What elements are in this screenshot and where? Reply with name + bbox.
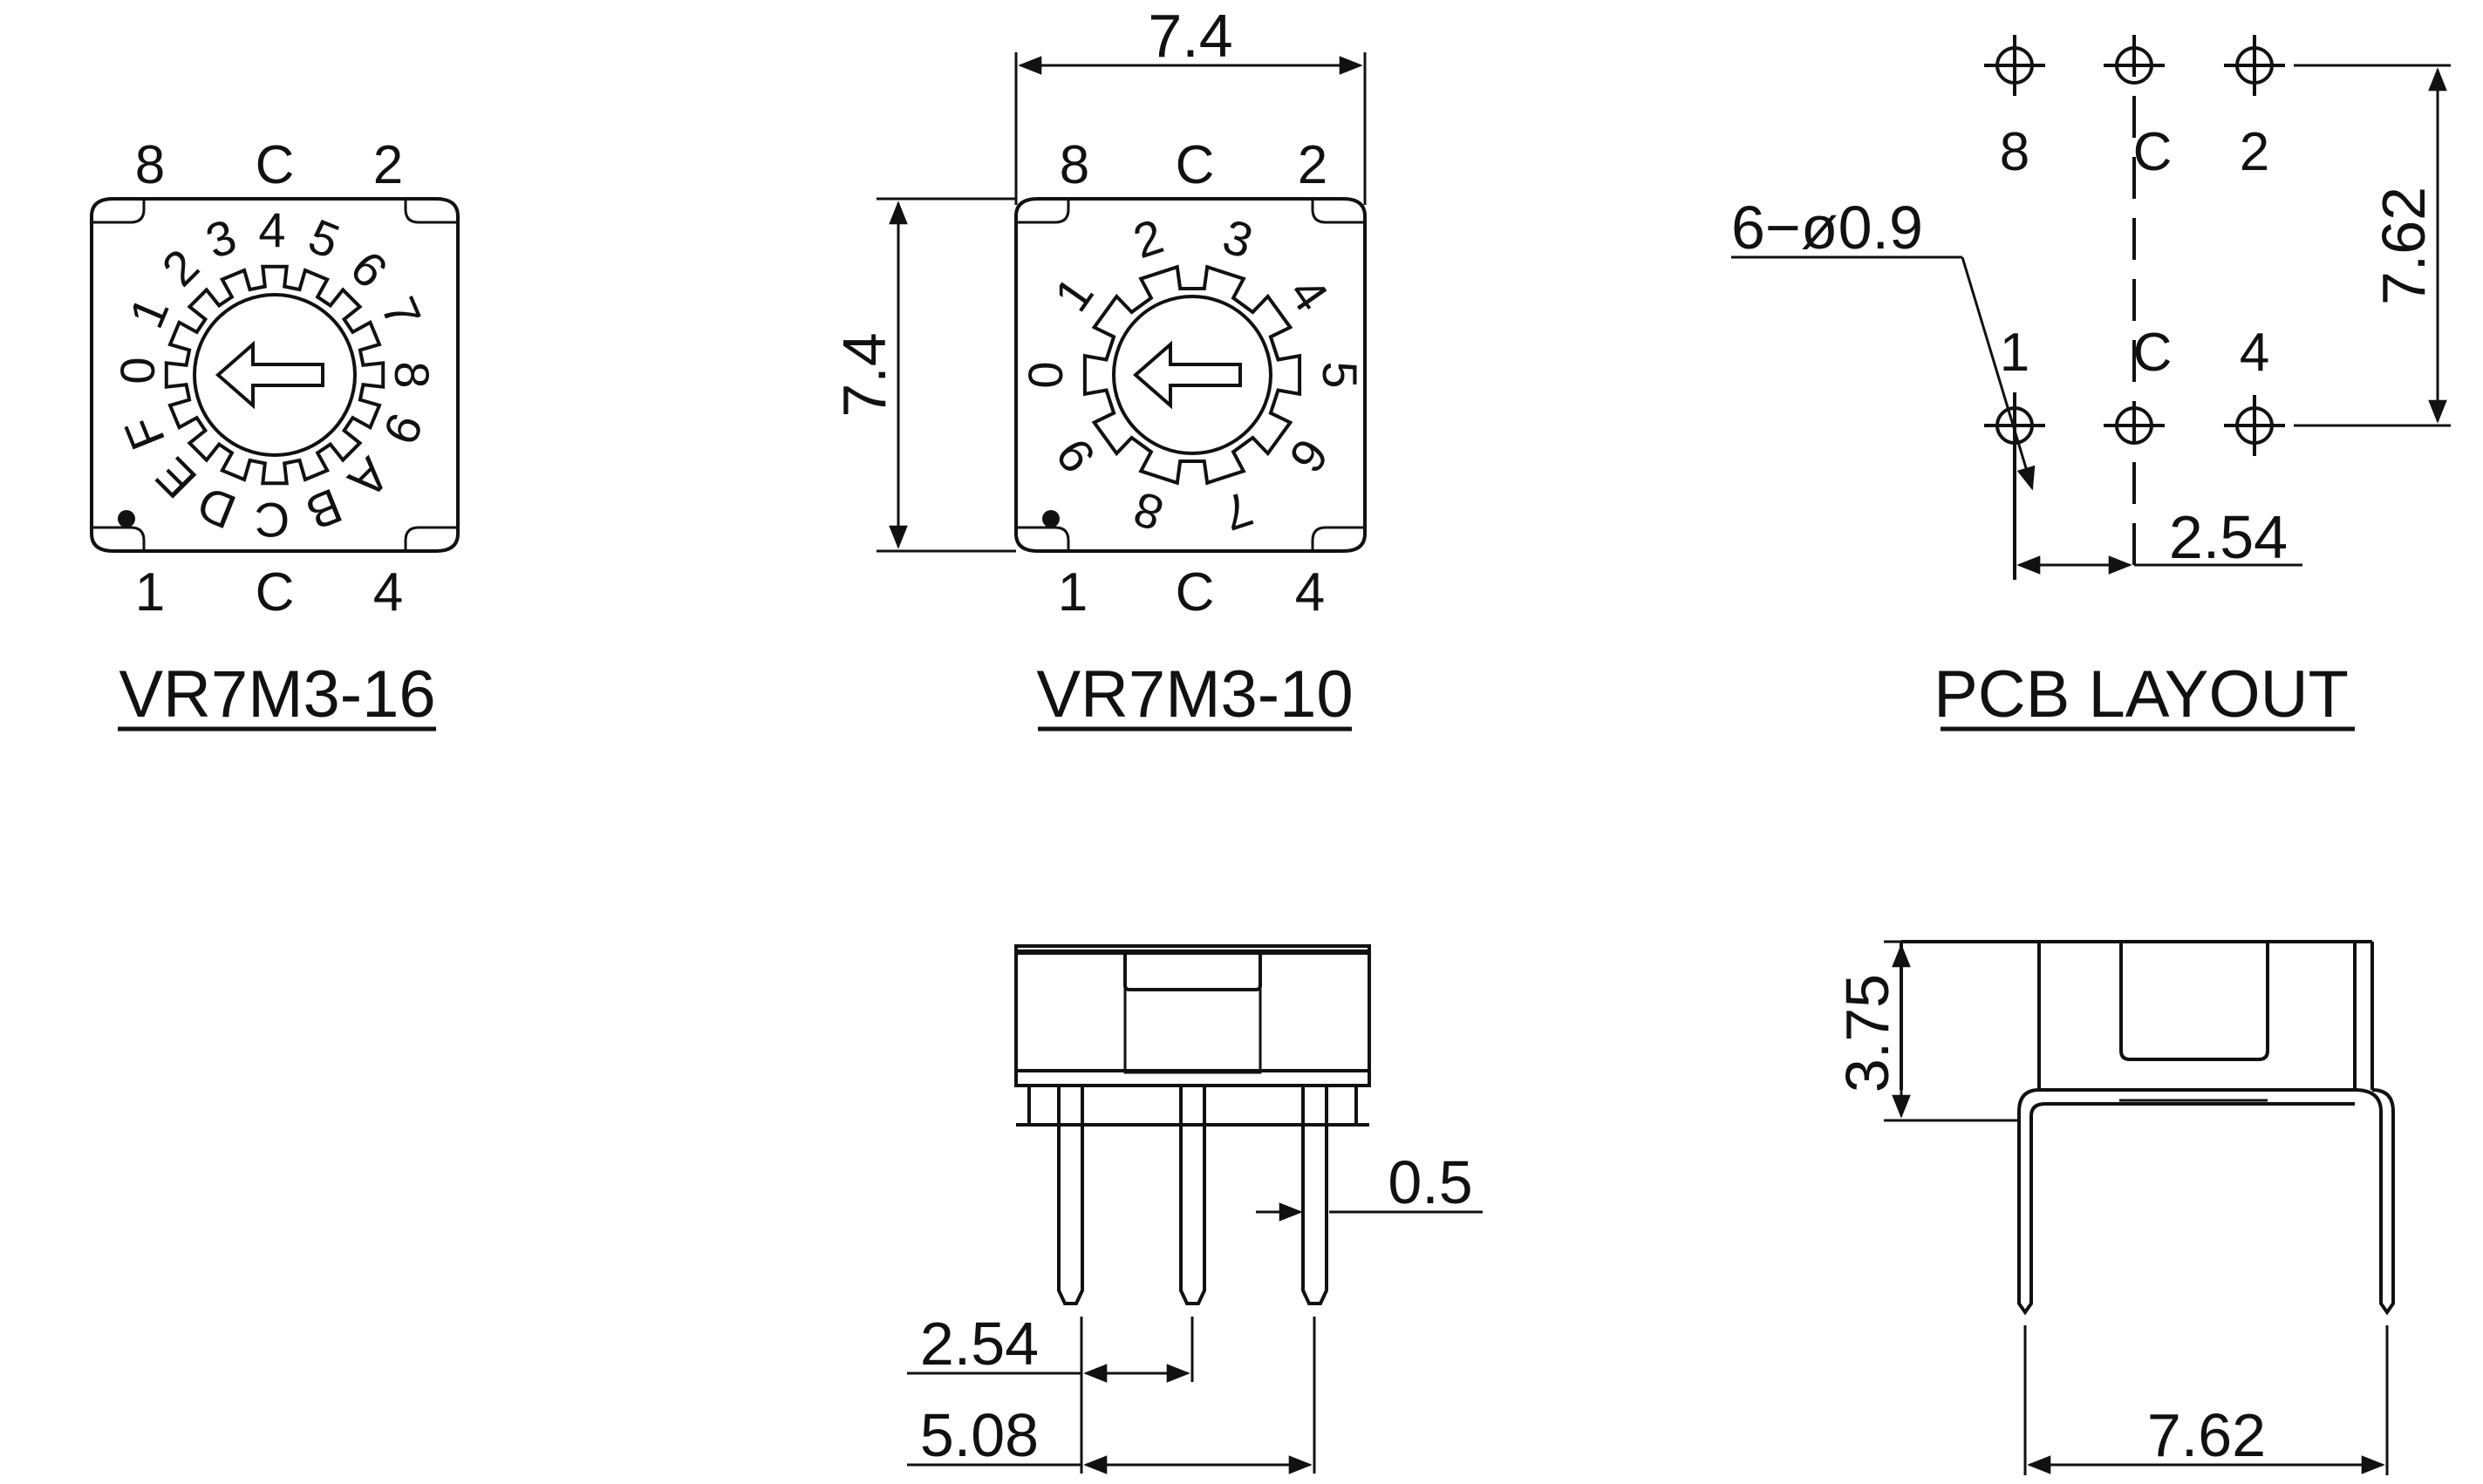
dial-gear-ring — [164, 264, 385, 486]
dial-label-6: 6 — [340, 240, 399, 298]
pin-label-bottom-1: 1 — [1058, 562, 1088, 623]
pcb-hole-1 — [1984, 392, 2045, 580]
dial-rotor — [193, 293, 357, 457]
arrow-indicator-icon — [215, 340, 324, 410]
dial-label-b: B — [299, 478, 350, 541]
dim-span-5.08: 5.08 — [920, 1401, 1039, 1469]
vr7m3-16-top-view: 8 C 2 1 C 4 0 1 2 3 4 5 6 7 8 9 A B C D … — [90, 135, 460, 732]
pcb-hole-4 — [2224, 395, 2285, 456]
dim-span-7.62: 7.62 — [2147, 1401, 2266, 1469]
switch-body-outline — [1014, 197, 1367, 553]
dial-label-5: 5 — [302, 208, 347, 269]
rotary-dial — [1082, 264, 1302, 486]
terminal-leg-right — [2354, 1088, 2395, 1316]
dial-label-0: 0 — [1018, 361, 1073, 388]
dial-label-7: 7 — [371, 289, 432, 336]
pcb-label-2: 2 — [2240, 122, 2269, 182]
terminal-pin-c — [1179, 1086, 1206, 1305]
pin-label-top-2: 2 — [373, 135, 403, 195]
pcb-label-c-top: C — [2133, 122, 2173, 182]
dial-label-1: 1 — [1043, 267, 1103, 321]
pin-label-top-8: 8 — [135, 135, 165, 195]
pin-label-bottom-c: C — [256, 562, 295, 623]
dial-gear-ring — [1082, 264, 1302, 486]
dim-height-3.75: 3.75 — [1833, 974, 1901, 1093]
view-title-vr7m3-10: VR7M3-10 — [1036, 657, 1353, 732]
dial-label-6: 6 — [1279, 429, 1339, 483]
arrow-indicator-icon — [1132, 340, 1242, 410]
dial-label-c: C — [255, 493, 290, 548]
pcb-label-8: 8 — [2000, 122, 2029, 182]
dim-pitch-2.54: 2.54 — [920, 1310, 1039, 1378]
terminal-pin-1 — [1057, 1086, 1084, 1305]
dial-label-9: 9 — [372, 406, 433, 452]
pin-label-top-c: C — [1176, 135, 1215, 195]
rotary-dial — [164, 264, 385, 486]
dial-label-7: 7 — [1217, 481, 1259, 542]
pin-label-top-c: C — [256, 135, 295, 195]
actuator-slot — [1123, 952, 1262, 991]
dial-label-3: 3 — [1217, 208, 1259, 269]
dial-label-9: 9 — [1045, 429, 1105, 483]
pin-label-bottom-1: 1 — [135, 562, 165, 623]
pcb-label-1: 1 — [2000, 323, 2029, 383]
pin1-marker-dot — [118, 510, 135, 528]
pcb-label-4: 4 — [2240, 323, 2269, 383]
hole-count-diameter-note: 6−ø0.9 — [1731, 194, 1923, 262]
leader-line — [1961, 256, 2036, 491]
dial-label-1: 1 — [119, 289, 180, 336]
dial-label-8: 8 — [385, 361, 440, 388]
dial-label-4: 4 — [1279, 267, 1339, 321]
pcb-label-c-bottom: C — [2133, 323, 2173, 383]
vr7m3-10-top-view: 7.4 7.4 8 C 2 1 C 4 0 1 2 3 4 5 6 7 8 9 … — [830, 2, 1368, 732]
dim-height-7.4: 7.4 — [830, 332, 898, 417]
dial-label-3: 3 — [199, 208, 243, 269]
actuator-window — [1123, 988, 1262, 1074]
dial-label-4: 4 — [258, 202, 285, 257]
corner-notches — [92, 199, 458, 551]
pin-label-bottom-c: C — [1176, 562, 1215, 623]
pcb-hole-8 — [1984, 35, 2045, 96]
pin-label-bottom-4: 4 — [1295, 562, 1325, 623]
dial-label-2: 2 — [1127, 208, 1170, 269]
pin-label-top-8: 8 — [1060, 135, 1089, 195]
dial-label-5: 5 — [1313, 361, 1368, 388]
body-outline — [1014, 944, 1371, 1087]
corner-notches — [1016, 199, 1365, 551]
dial-label-f: F — [113, 409, 175, 457]
view-title-pcb-layout: PCB LAYOUT — [1934, 657, 2349, 732]
dim-row-spacing-7.62: 7.62 — [2370, 187, 2438, 305]
dim-pitch-2.54: 2.54 — [2169, 503, 2288, 571]
pcb-hole-2 — [2224, 35, 2285, 96]
pcb-layout-view: 8 C 2 1 C 4 6−ø0.9 7.62 2.54 PCB LAYOUT — [1731, 35, 2451, 732]
front-view: 0.5 2.54 5.08 — [907, 944, 1483, 1474]
dial-label-0: 0 — [110, 357, 165, 384]
actuator-window — [2119, 942, 2269, 1061]
terminal-leg-left — [2017, 1088, 2355, 1316]
pin-label-bottom-4: 4 — [373, 562, 403, 623]
dial-label-d: D — [190, 476, 243, 541]
pin-label-top-2: 2 — [1298, 135, 1327, 195]
dial-label-2: 2 — [151, 238, 209, 296]
dial-label-8: 8 — [1127, 481, 1170, 542]
dial-label-e: E — [145, 447, 207, 509]
pin1-marker-dot — [1042, 510, 1060, 528]
dim-width-7.4: 7.4 — [1148, 2, 1232, 70]
terminal-pin-4 — [1301, 1086, 1328, 1305]
view-title-vr7m3-16: VR7M3-16 — [119, 657, 435, 732]
dim-pin-width-0.5: 0.5 — [1388, 1148, 1472, 1216]
switch-body-outline — [90, 197, 460, 553]
dial-rotor — [1112, 295, 1272, 455]
side-view: 3.75 7.62 — [1833, 940, 2395, 1475]
